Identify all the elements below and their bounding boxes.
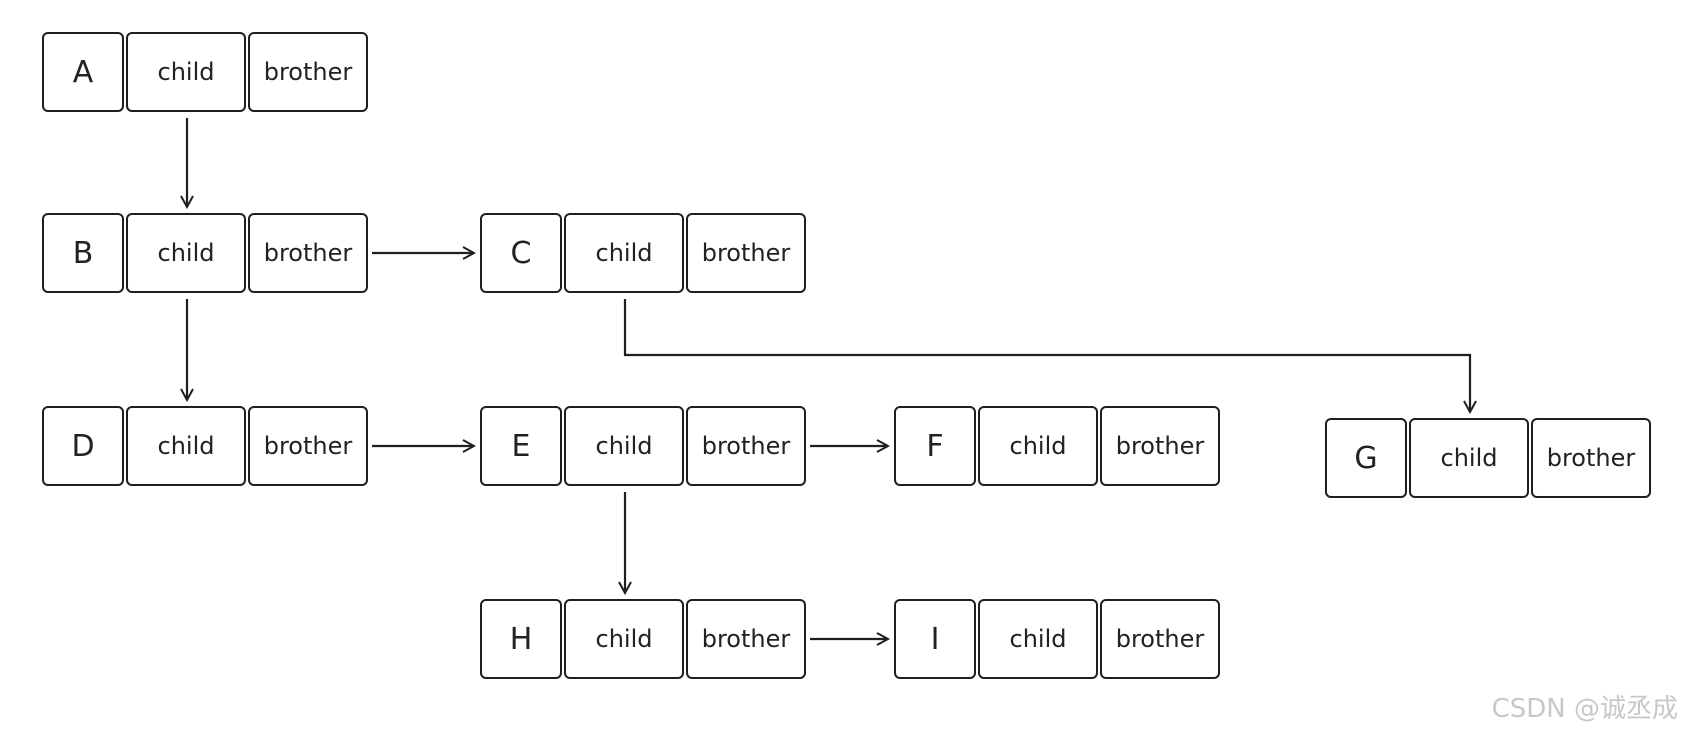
node-name-cell: C [480, 213, 562, 293]
node-name-cell: D [42, 406, 124, 486]
node-name-cell: B [42, 213, 124, 293]
node-name-cell: H [480, 599, 562, 679]
node-name-cell: A [42, 32, 124, 112]
child-pointer-cell: child [978, 599, 1098, 679]
child-pointer-cell: child [978, 406, 1098, 486]
child-pointer-cell: child [564, 406, 684, 486]
brother-pointer-cell: brother [686, 213, 806, 293]
node-name-cell: G [1325, 418, 1407, 498]
brother-pointer-cell: brother [248, 406, 368, 486]
child-pointer-cell: child [564, 599, 684, 679]
child-pointer-cell: child [126, 32, 246, 112]
arrow-c-to-g [623, 299, 1470, 412]
node-name-cell: F [894, 406, 976, 486]
watermark: CSDN @诚丞成 [1491, 694, 1678, 724]
brother-pointer-cell: brother [248, 32, 368, 112]
child-pointer-cell: child [126, 406, 246, 486]
node-name-cell: I [894, 599, 976, 679]
brother-pointer-cell: brother [248, 213, 368, 293]
brother-pointer-cell: brother [686, 599, 806, 679]
child-pointer-cell: child [126, 213, 246, 293]
node-name-cell: E [480, 406, 562, 486]
brother-pointer-cell: brother [1531, 418, 1651, 498]
brother-pointer-cell: brother [1100, 599, 1220, 679]
brother-pointer-cell: brother [686, 406, 806, 486]
brother-pointer-cell: brother [1100, 406, 1220, 486]
child-pointer-cell: child [564, 213, 684, 293]
child-pointer-cell: child [1409, 418, 1529, 498]
